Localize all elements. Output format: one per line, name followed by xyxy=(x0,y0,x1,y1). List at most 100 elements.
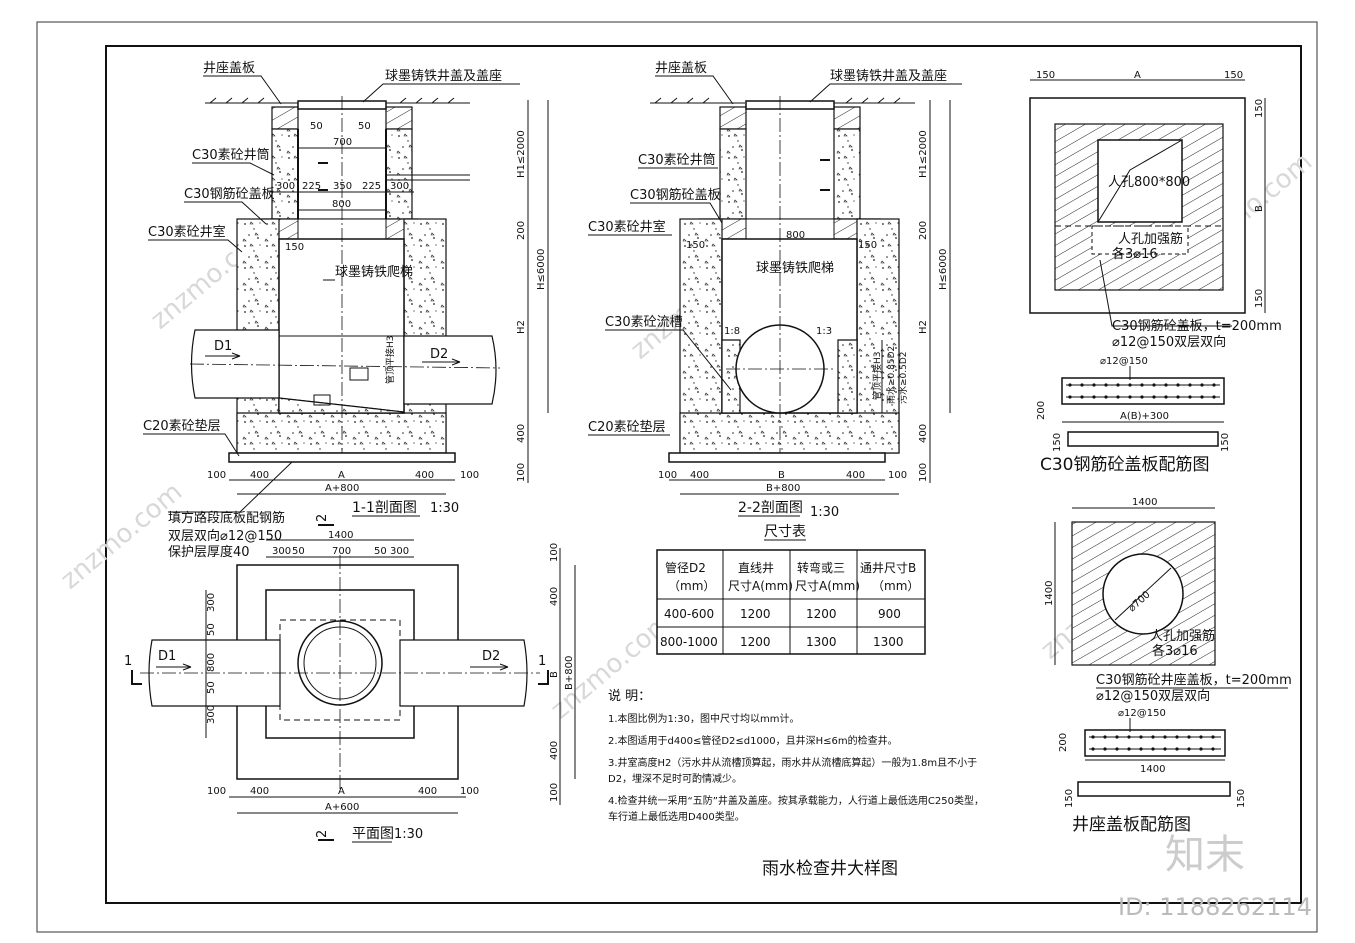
svg-text:H2: H2 xyxy=(918,320,929,334)
svg-text:50: 50 xyxy=(206,681,217,694)
drawing-title: 雨水检查井大样图 xyxy=(762,859,898,879)
svg-text:双层双向⌀12@150: 双层双向⌀12@150 xyxy=(168,528,282,544)
notes-block: 说 明： 1.本图比例为1:30，图中尺寸均以mm计。 2.本图适用于d400≤… xyxy=(608,689,984,823)
svg-text:150: 150 xyxy=(1052,433,1063,452)
inner-border xyxy=(105,45,1302,904)
svg-text:1: 1 xyxy=(538,654,546,669)
svg-text:1200: 1200 xyxy=(806,607,837,621)
svg-text:A: A xyxy=(338,786,345,797)
svg-text:1400: 1400 xyxy=(1132,497,1157,508)
slab-plan: 人孔800*800 人孔加强筋 各3⌀16 C30钢筋砼盖板，t=200mm ⌀… xyxy=(1029,70,1282,350)
svg-text:150: 150 xyxy=(1036,70,1055,81)
svg-text:300: 300 xyxy=(276,181,295,192)
ladder-label: 球墨铸铁爬梯 xyxy=(335,264,413,280)
svg-text:100: 100 xyxy=(658,470,677,481)
svg-text:H1≤2000: H1≤2000 xyxy=(516,130,527,178)
svg-text:700: 700 xyxy=(332,546,351,557)
section-2-2-labels: 井座盖板 球墨铸铁井盖及盖座 C30素砼井筒 C30钢筋砼盖板 C30素砼井室 … xyxy=(588,61,962,520)
svg-text:900: 900 xyxy=(878,607,901,621)
svg-text:A(B)+300: A(B)+300 xyxy=(1120,411,1169,422)
svg-text:1400: 1400 xyxy=(1044,581,1055,606)
svg-text:150: 150 xyxy=(858,240,877,251)
svg-text:H1≤2000: H1≤2000 xyxy=(918,130,929,178)
d1-label: D1 xyxy=(214,339,232,354)
d2-label: D2 xyxy=(430,347,448,362)
svg-text:1: 1 xyxy=(124,654,132,669)
svg-text:50: 50 xyxy=(310,121,323,132)
svg-text:100: 100 xyxy=(460,470,479,481)
seat-rebar: ⌀12@150 200 1400 150 150 井座盖板配筋图 xyxy=(1058,708,1247,835)
svg-text:100: 100 xyxy=(918,463,929,482)
svg-text:说 明：: 说 明： xyxy=(608,689,651,704)
cover-plate-label: 井座盖板 xyxy=(203,61,255,76)
svg-text:100: 100 xyxy=(888,470,907,481)
svg-text:2: 2 xyxy=(315,514,330,522)
svg-text:200: 200 xyxy=(918,221,929,240)
watermark-logo: 知末 xyxy=(1165,832,1245,878)
chamber-label: C30素砼井室 xyxy=(148,224,226,240)
svg-text:转弯或三: 转弯或三 xyxy=(797,560,845,575)
svg-text:A: A xyxy=(338,470,345,481)
svg-text:800: 800 xyxy=(786,230,805,241)
svg-text:200: 200 xyxy=(1036,401,1047,420)
svg-text:（mm）: （mm） xyxy=(872,579,919,593)
svg-text:225: 225 xyxy=(302,181,321,192)
svg-text:400: 400 xyxy=(250,470,269,481)
svg-text:保护层厚度40: 保护层厚度40 xyxy=(168,544,250,560)
svg-text:H≤6000: H≤6000 xyxy=(536,249,547,290)
svg-text:H2: H2 xyxy=(516,320,527,334)
plan-view: D1 D2 1 1 平面图 1:30 2 1400 300 50 700 50 … xyxy=(124,530,576,843)
svg-text:H≤6000: H≤6000 xyxy=(938,249,949,290)
section-2-2-title: 2-2剖面图 xyxy=(738,500,803,516)
svg-text:1300: 1300 xyxy=(806,635,837,649)
svg-text:400: 400 xyxy=(918,424,929,443)
section-1-1-title: 1-1剖面图 xyxy=(352,500,417,516)
seat-plan: 1400 1400 ⌀700 人孔加强筋 各3⌀16 C30钢筋砼井座盖板，t=… xyxy=(1044,497,1292,704)
size-table: 尺寸表 管径D2 （mm） 直线井 尺寸A(mm) 转弯或三 尺寸A(mm) 通… xyxy=(656,524,926,655)
svg-text:150: 150 xyxy=(1220,433,1231,452)
plan-view-dims: 1400 300 50 700 50 300 300 50 800 50 300… xyxy=(205,530,576,814)
svg-text:100: 100 xyxy=(207,470,226,481)
svg-text:D1: D1 xyxy=(158,649,176,664)
svg-text:100: 100 xyxy=(207,786,226,797)
svg-text:400: 400 xyxy=(690,470,709,481)
svg-text:D2: D2 xyxy=(482,649,500,664)
svg-text:B: B xyxy=(778,470,785,481)
svg-text:1200: 1200 xyxy=(740,607,771,621)
svg-text:各3⌀16: 各3⌀16 xyxy=(1152,643,1198,659)
svg-text:1:30: 1:30 xyxy=(810,505,839,520)
svg-text:A+600: A+600 xyxy=(325,802,359,813)
shaft-label: C30素砼井筒 xyxy=(192,147,270,163)
svg-text:800: 800 xyxy=(206,653,217,672)
slope-label: 管顶平接H3 xyxy=(384,336,396,385)
svg-text:各3⌀16: 各3⌀16 xyxy=(1112,246,1158,262)
svg-text:150: 150 xyxy=(1254,99,1265,118)
svg-text:A: A xyxy=(1134,70,1141,81)
svg-text:400: 400 xyxy=(549,741,560,760)
svg-text:50: 50 xyxy=(292,546,305,557)
svg-text:人孔加强筋: 人孔加强筋 xyxy=(1150,628,1215,644)
section-2-2: 1:8 1:3 150 800 150 100 400 B 400 100 B+… xyxy=(588,61,962,520)
svg-text:⌀12@150双层双向: ⌀12@150双层双向 xyxy=(1096,688,1210,704)
svg-text:400: 400 xyxy=(516,424,527,443)
svg-text:填方路段底板配钢筋: 填方路段底板配钢筋 xyxy=(168,510,285,526)
section-1-1-labels: 井座盖板 球墨铸铁井盖及盖座 C30素砼井筒 C30钢筋砼盖板 C30素砼井室 … xyxy=(143,61,520,560)
svg-text:雨水≥0.85D2: 雨水≥0.85D2 xyxy=(885,346,897,404)
svg-text:1:8: 1:8 xyxy=(724,326,740,337)
svg-text:3.井室高度H2（污水井从流槽顶算起，雨水井从流槽底算起）一: 3.井室高度H2（污水井从流槽顶算起，雨水井从流槽底算起）一般为1.8m且不小于 xyxy=(608,756,977,769)
svg-text:1400: 1400 xyxy=(328,530,353,541)
svg-text:通井尺寸B: 通井尺寸B xyxy=(860,561,916,575)
svg-text:管顶平接H3: 管顶平接H3 xyxy=(871,352,883,401)
seat-rebar-title: 井座盖板配筋图 xyxy=(1072,815,1191,835)
svg-text:200: 200 xyxy=(516,221,527,240)
svg-text:100: 100 xyxy=(460,786,479,797)
svg-text:1300: 1300 xyxy=(873,635,904,649)
svg-text:800: 800 xyxy=(332,199,351,210)
outer-border xyxy=(36,21,1318,933)
svg-text:400: 400 xyxy=(418,786,437,797)
svg-text:⌀12@150: ⌀12@150 xyxy=(1100,356,1148,367)
svg-text:污水≥0.5D2: 污水≥0.5D2 xyxy=(897,351,909,404)
svg-text:C30素砼井室: C30素砼井室 xyxy=(588,219,666,235)
svg-text:150: 150 xyxy=(1236,789,1247,808)
